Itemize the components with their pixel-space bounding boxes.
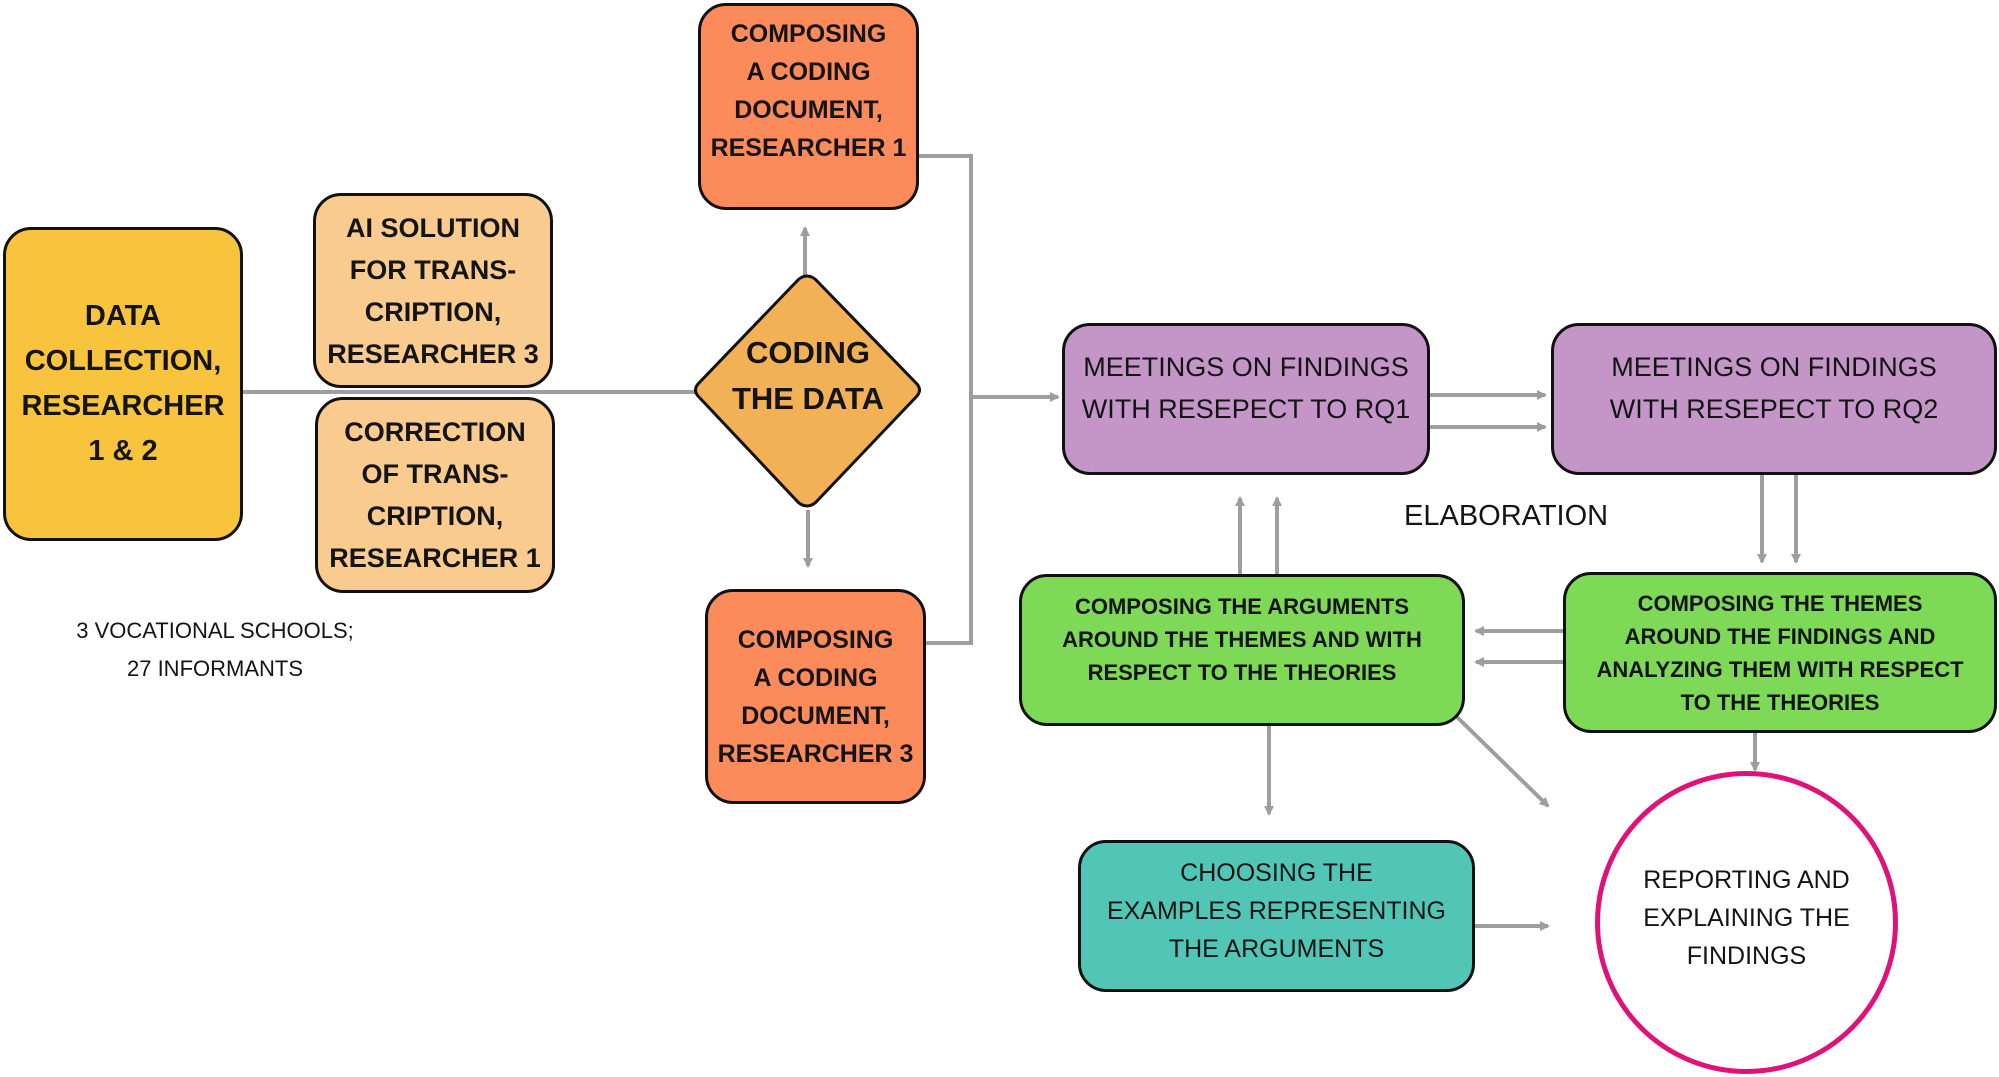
meetings-rq2-node: MEETINGS ON FINDINGS WITH RESEPECT TO RQ…	[1551, 323, 1997, 475]
coding-document-r1-node: COMPOSING A CODING DOCUMENT, RESEARCHER …	[698, 3, 919, 210]
composing-themes-node: COMPOSING THE THEMES AROUND THE FINDINGS…	[1563, 572, 1997, 733]
choosing-examples-node: CHOOSING THE EXAMPLES REPRESENTING THE A…	[1078, 840, 1475, 992]
ai-transcription-node: AI SOLUTION FOR TRANS- CRIPTION, RESEARC…	[313, 193, 553, 388]
reporting-findings-node: REPORTING AND EXPLAINING THE FINDINGS	[1595, 771, 1898, 1074]
data-collection-node: DATA COLLECTION, RESEARCHER 1 & 2	[3, 227, 243, 541]
coding-diamond-shape	[694, 274, 921, 508]
edge-args-to-reporting	[1455, 715, 1550, 808]
sample-caption: 3 VOCATIONAL SCHOOLS; 27 INFORMANTS	[76, 618, 354, 681]
coding-data-node: CODING THE DATA	[731, 335, 885, 416]
meetings-rq1-node: MEETINGS ON FINDINGS WITH RESEPECT TO RQ…	[1062, 323, 1430, 475]
composing-arguments-node: COMPOSING THE ARGUMENTS AROUND THE THEME…	[1019, 574, 1465, 726]
coding-document-r3-node: COMPOSING A CODING DOCUMENT, RESEARCHER …	[705, 589, 926, 804]
elaboration-label: ELABORATION	[1404, 500, 1609, 532]
edge-doc-r1-to-merge	[919, 154, 973, 645]
transcription-correction-node: CORRECTION OF TRANS- CRIPTION, RESEARCHE…	[315, 397, 555, 593]
